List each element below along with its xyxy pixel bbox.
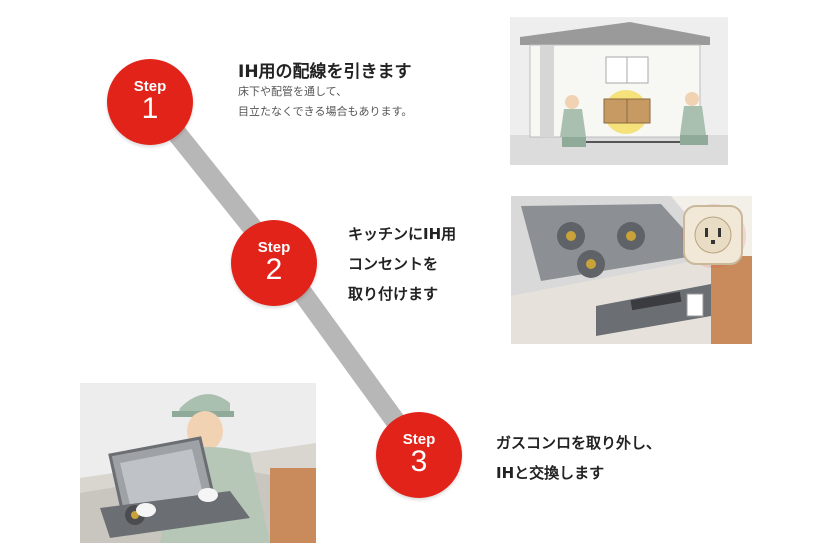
house-wiring-illustration — [510, 17, 728, 165]
step-3-badge: Step 3 — [376, 412, 462, 498]
step-2-line-1: キッチンにIH用 — [348, 225, 457, 243]
step-3-text: ガスコンロを取り外し、 IHと交換します — [496, 428, 661, 488]
step-1-sub-line-1: 床下や配管を通して、 — [238, 85, 348, 98]
step-1-sub-line-2: 目立たなくできる場合もあります。 — [238, 105, 413, 118]
step-2-line-3: 取り付けます — [348, 285, 439, 303]
step-1-word: Step — [133, 78, 167, 95]
step-2-badge: Step 2 — [231, 220, 317, 306]
step-1-text: IH用の配線を引きます 床下や配管を通して、 目立たなくできる場合もあります。 — [238, 57, 412, 122]
step-2-line-2: コンセントを — [348, 255, 439, 273]
step-3-line-2: IHと交換します — [496, 464, 605, 482]
step-2-word: Step — [257, 239, 291, 256]
step-3-number: 3 — [410, 445, 428, 478]
step-1-number: 1 — [141, 92, 159, 125]
step-2-number: 2 — [265, 253, 283, 286]
step-3-line-1: ガスコンロを取り外し、 — [496, 434, 662, 452]
step-3-word: Step — [402, 431, 436, 448]
step-2-text: キッチンにIH用 コンセントを 取り付けます — [348, 219, 456, 309]
outlet-install-illustration — [511, 196, 752, 344]
stove-replacement-illustration — [80, 383, 316, 543]
step-1-title: IH用の配線を引きます — [238, 62, 412, 82]
step-1-badge: Step 1 — [107, 59, 193, 145]
